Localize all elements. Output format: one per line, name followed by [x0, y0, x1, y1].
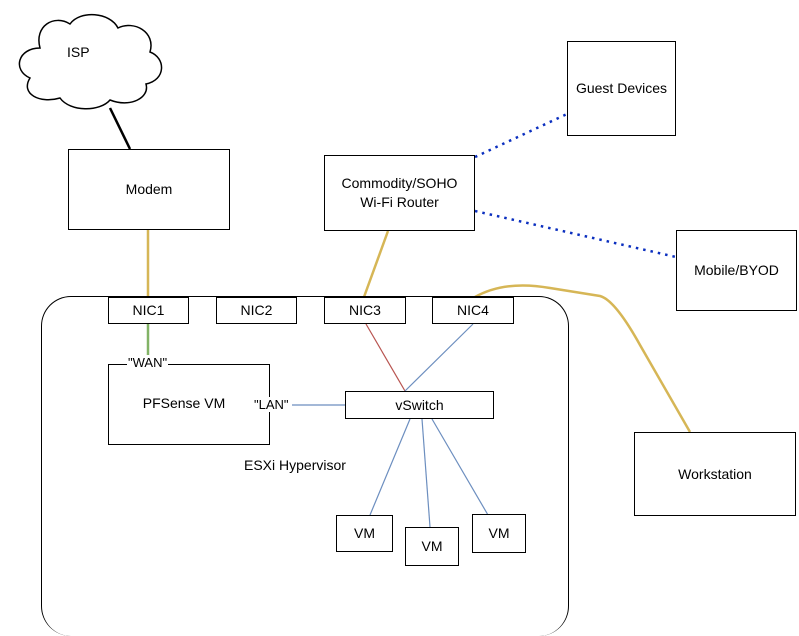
vswitch-vm2-link [421, 418, 431, 528]
pfsense-vm-box: PFSense VM [108, 364, 270, 445]
vm-label-2: VM [421, 538, 443, 554]
nic1-label: NIC1 [132, 302, 165, 318]
router-nic3-link [362, 230, 390, 298]
workstation-label: Workstation [678, 465, 752, 482]
vswitch-label: vSwitch [395, 396, 444, 413]
hypervisor-label: ESXi Hypervisor [244, 457, 346, 473]
router-mobile-wifi-link [474, 209, 677, 259]
router-box: Commodity/SOHO Wi-Fi Router [324, 155, 475, 231]
nic1-box: NIC1 [108, 297, 189, 324]
guest-devices-label: Guest Devices [575, 80, 668, 96]
guest-devices-box: Guest Devices [567, 41, 676, 136]
router-label-line2: Wi-Fi Router [360, 194, 439, 210]
nic3-box: NIC3 [324, 297, 406, 324]
nic4-vswitch-link [404, 323, 474, 392]
vm-label-3: VM [488, 525, 510, 541]
mobile-byod-label: Mobile/BYOD [694, 262, 779, 278]
nic2-box: NIC2 [216, 297, 297, 324]
workstation-box: Workstation [634, 432, 796, 516]
wan-port-label: "WAN" [127, 355, 169, 370]
nic2-label: NIC2 [240, 302, 273, 318]
mobile-byod-box: Mobile/BYOD [676, 230, 797, 311]
router-label-line1: Commodity/SOHO [341, 175, 458, 191]
router-guest-wifi-link [474, 112, 568, 159]
pfsense-vm-label: PFSense VM [142, 394, 226, 411]
vm-box-1: VM [336, 515, 393, 552]
lan-port-label: "LAN" [253, 397, 290, 412]
isp-cloud [18, 13, 163, 110]
vm-label-1: VM [354, 525, 375, 541]
vswitch-vm3-link [431, 418, 489, 516]
isp-label: ISP [67, 44, 90, 60]
nic3-label: NIC3 [349, 302, 381, 318]
nic4-box: NIC4 [432, 297, 514, 324]
nic4-workstation-link [474, 284, 692, 433]
isp-modem-link [108, 107, 132, 150]
modem-label: Modem [125, 181, 173, 197]
vswitch-vm1-link [369, 418, 411, 516]
nic3-vswitch-link [365, 323, 406, 392]
vm-box-2: VM [405, 527, 459, 566]
vswitch-box: vSwitch [345, 391, 494, 419]
esxi-hypervisor-container [41, 296, 569, 636]
nic4-label: NIC4 [457, 302, 489, 318]
modem-box: Modem [68, 149, 230, 230]
vm-box-3: VM [472, 514, 526, 553]
